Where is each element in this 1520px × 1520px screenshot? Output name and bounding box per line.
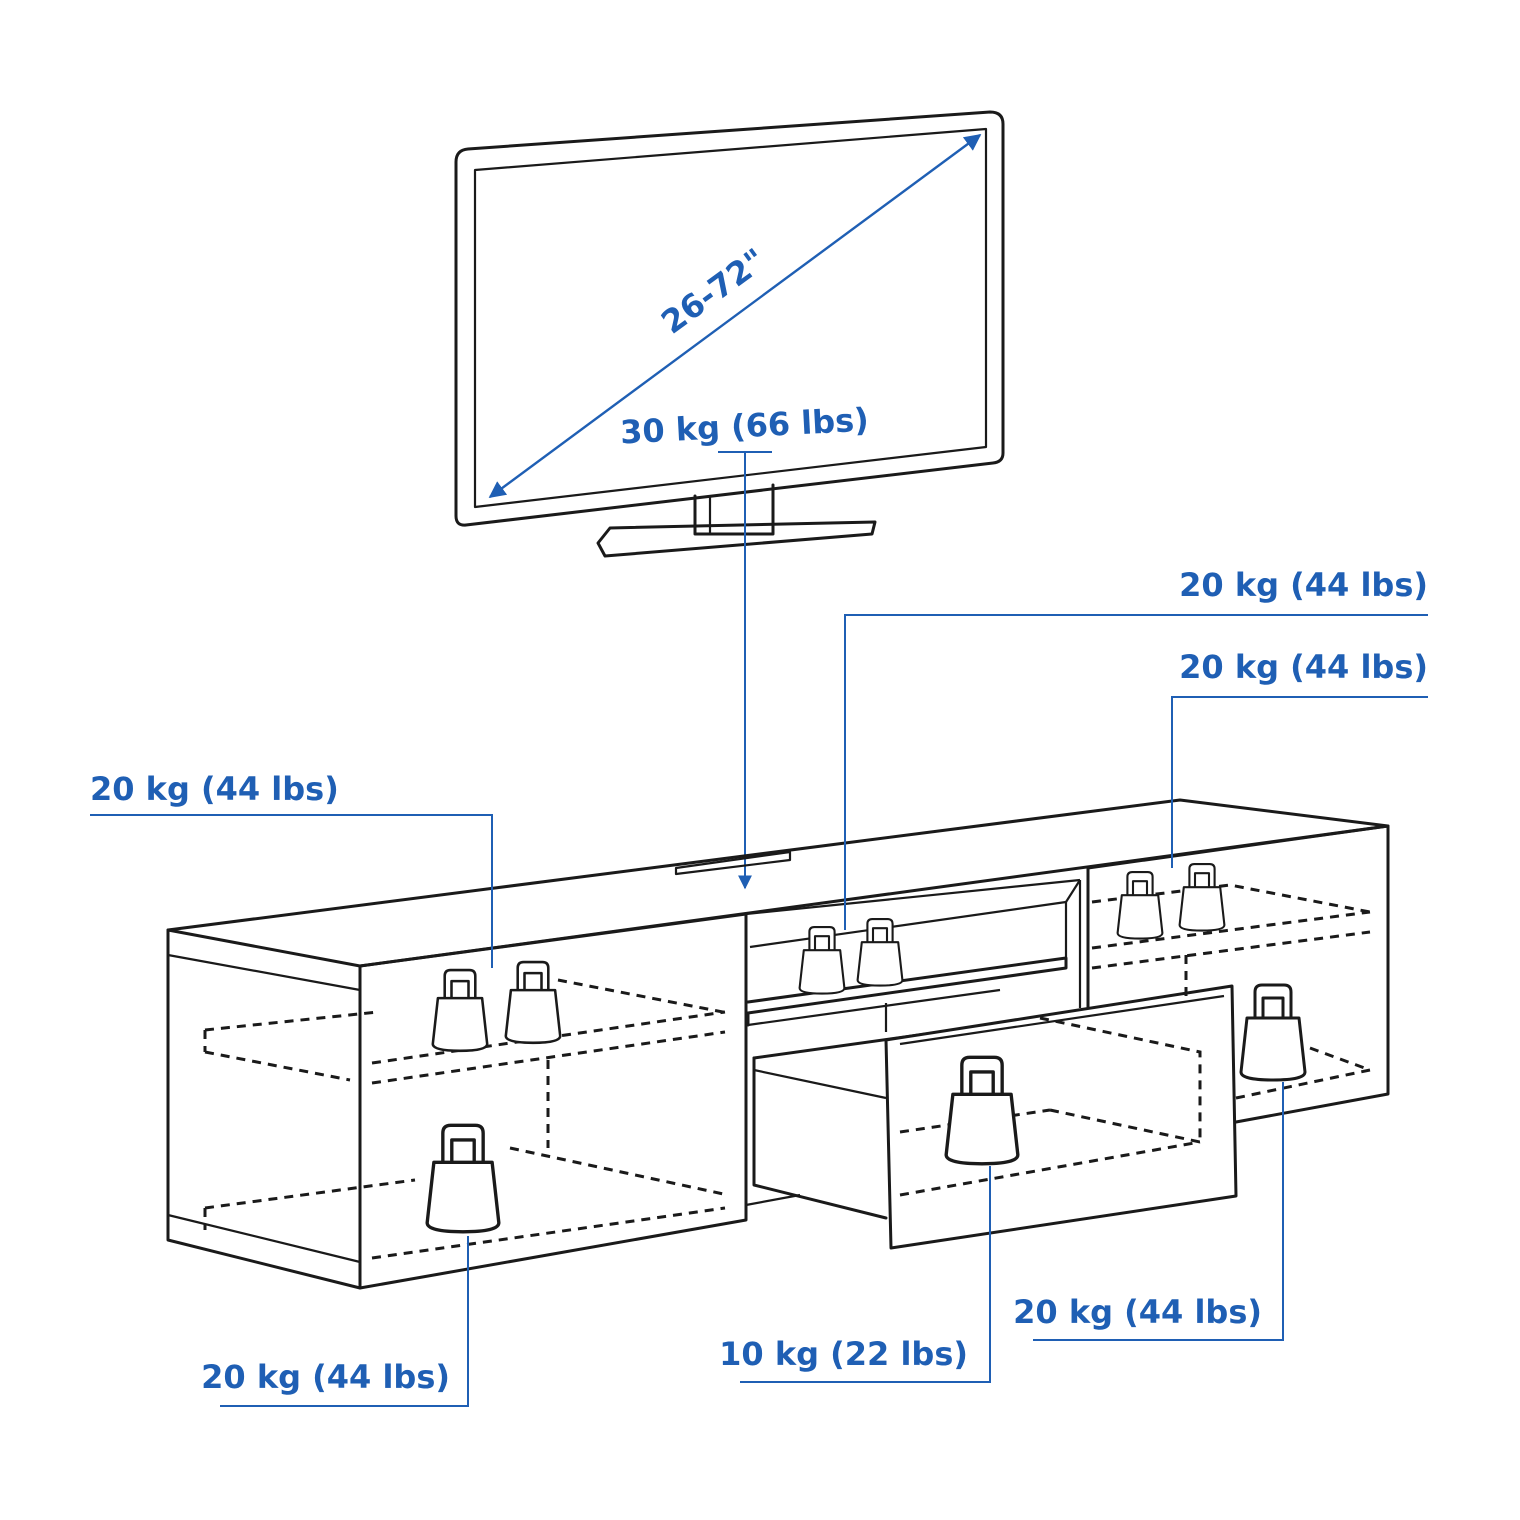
left-shelf-top-load-label: 20 kg (44 lbs): [90, 770, 339, 808]
weight-icon: [425, 1123, 501, 1234]
weight-icon: [798, 926, 846, 995]
center-shelf-load-label: 20 kg (44 lbs): [1179, 566, 1428, 604]
tv-bench-cabinet: [166, 798, 1390, 1290]
weight-icon: [856, 918, 904, 987]
left-shelf-bottom-load-label: 20 kg (44 lbs): [201, 1358, 450, 1396]
leader-lines: [90, 614, 1428, 1407]
right-shelf-bottom-load-label: 20 kg (44 lbs): [1013, 1293, 1262, 1331]
right-shelf-top-load-label: 20 kg (44 lbs): [1179, 648, 1428, 686]
weight-icon: [1116, 871, 1164, 940]
weight-icon: [504, 960, 562, 1045]
drawer-load-label: 10 kg (22 lbs): [719, 1335, 968, 1373]
weight-icon: [1178, 863, 1226, 932]
tv-max-load-label: 30 kg (66 lbs): [619, 401, 869, 452]
weight-icon: [1239, 983, 1307, 1082]
diagonal-arrow-icon: [488, 134, 982, 498]
weight-icon: [431, 968, 489, 1053]
tv-screen-size-label: 26-72": [654, 241, 773, 342]
